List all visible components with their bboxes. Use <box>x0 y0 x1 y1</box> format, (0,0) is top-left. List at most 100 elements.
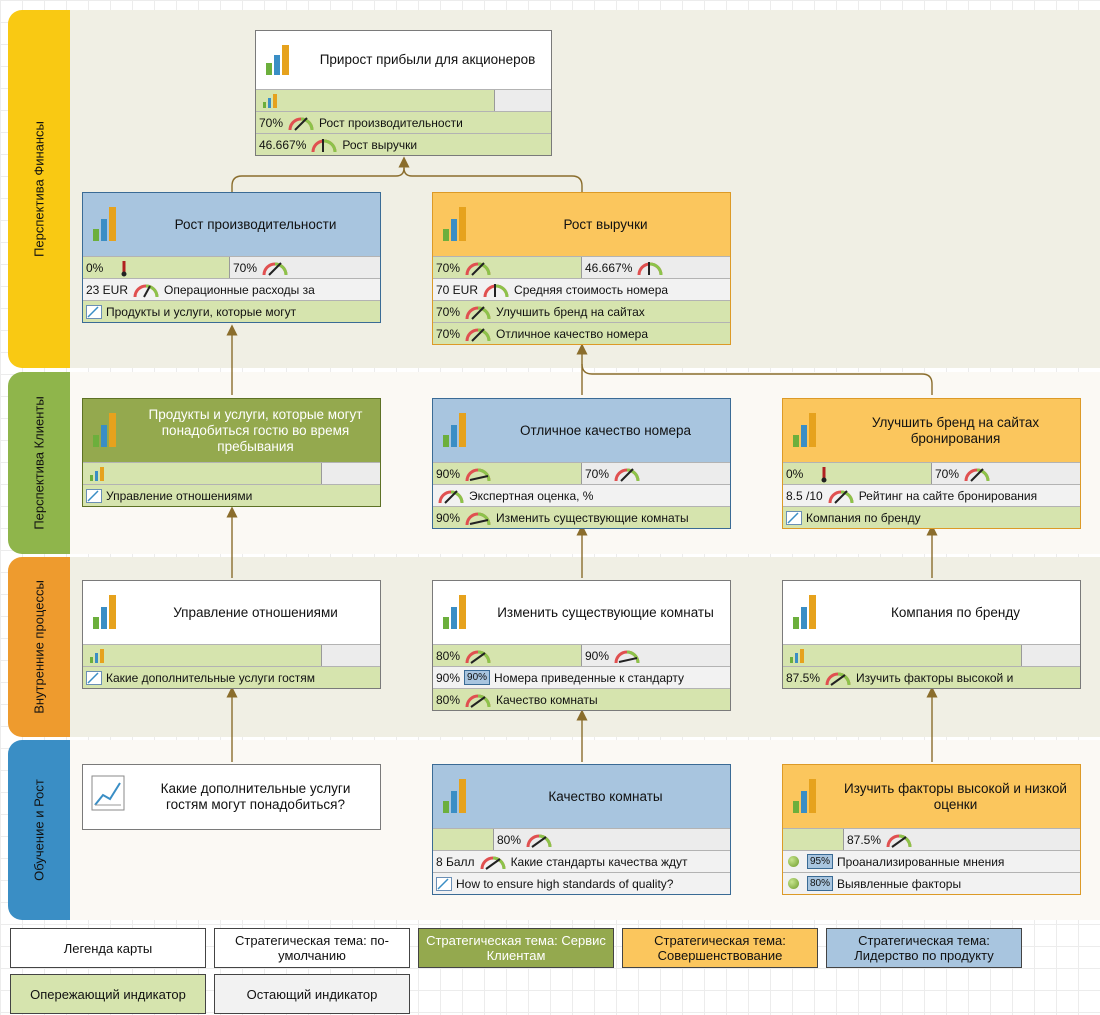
indicator-row[interactable] <box>783 644 1080 666</box>
card-title: Качество комнаты <box>548 788 663 804</box>
objective-card-productivity[interactable]: Рост производительности 0% 70% 23 EUR Оп… <box>82 192 381 323</box>
objective-card-factors[interactable]: Изучить факторы высокой и низкой оценки … <box>782 764 1081 895</box>
indicator-row[interactable]: 8.5 /10 Рейтинг на сайте бронирования <box>783 484 1080 506</box>
indicator-label: Проанализированные мнения <box>837 854 1005 869</box>
perspective-tab-internal[interactable]: Внутренние процессы <box>8 557 70 737</box>
legend-lagging-indicator: Остающий индикатор <box>214 974 410 1014</box>
indicator-row[interactable] <box>256 89 551 111</box>
initiative-row[interactable]: Продукты и услуги, которые могут <box>83 300 380 322</box>
objective-card-profit[interactable]: Прирост прибыли для акционеров 70% Рост … <box>255 30 552 156</box>
gauge-icon <box>465 694 491 708</box>
objective-card-rooms[interactable]: Изменить существующие комнаты 80% 90% 90… <box>432 580 731 711</box>
objective-card-room-quality[interactable]: Качество комнаты 80% 8 Балл Какие станда… <box>432 764 731 895</box>
indicator-value: 70 EUR <box>436 282 479 297</box>
objective-card-relations[interactable]: Управление отношениями Какие дополнитель… <box>82 580 381 689</box>
indicator-row[interactable]: 90% 70% <box>433 462 730 484</box>
bar-chart-icon <box>90 648 104 663</box>
indicator-cell: 70% <box>229 257 380 278</box>
indicator-value: 80% <box>436 648 461 663</box>
gauge-icon <box>526 834 552 848</box>
indicator-label: Какие стандарты качества ждут <box>510 854 688 869</box>
indicator-row[interactable]: 46.667% Рост выручки <box>256 133 551 155</box>
status-dot-icon <box>788 856 799 867</box>
indicator-row[interactable]: 70% 46.667% <box>433 256 730 278</box>
indicator-cell <box>494 90 551 111</box>
indicator-label: Операционные расходы за <box>164 282 315 297</box>
indicator-row[interactable]: Экспертная оценка, % <box>433 484 730 506</box>
objective-card-brand[interactable]: Улучшить бренд на сайтах бронирования 0%… <box>782 398 1081 529</box>
initiative-row[interactable]: How to ensure high standards of quality? <box>433 872 730 894</box>
indicator-row[interactable]: 8 Балл Какие стандарты качества ждут <box>433 850 730 872</box>
indicator-row[interactable] <box>83 462 380 484</box>
legend-label: Опережающий индикатор <box>30 986 186 1002</box>
bar-chart-icon <box>443 779 466 813</box>
indicator-label: Отличное качество номера <box>496 326 649 341</box>
legend-theme-leader: Стратегическая тема: Лидерство по продук… <box>826 928 1022 968</box>
indicator-row[interactable] <box>83 644 380 666</box>
indicator-row[interactable]: 70% Рост производительности <box>256 111 551 133</box>
indicator-label: Экспертная оценка, % <box>469 488 594 503</box>
indicator-row[interactable]: 70% Отличное качество номера <box>433 322 730 344</box>
bar-chart-icon <box>443 413 466 447</box>
indicator-cell: 90% <box>433 463 581 484</box>
card-title: Изучить факторы высокой и низкой оценки <box>844 780 1067 812</box>
indicator-row[interactable]: 80% 90% <box>433 644 730 666</box>
indicator-row[interactable]: 87.5% Изучить факторы высокой и <box>783 666 1080 688</box>
initiative-row[interactable]: Какие дополнительные услуги гостям <box>83 666 380 688</box>
perspective-tab-finance[interactable]: Перспектива Финансы <box>8 10 70 368</box>
gauge-icon <box>637 261 663 275</box>
indicator-row[interactable]: 90% Изменить существующие комнаты <box>433 506 730 528</box>
indicator-row[interactable]: 95% Проанализированные мнения <box>783 850 1080 872</box>
gauge-icon <box>121 260 127 276</box>
indicator-value: 46.667% <box>585 260 633 275</box>
indicator-row[interactable]: 80% Выявленные факторы <box>783 872 1080 894</box>
bar-chart-icon <box>443 595 466 629</box>
indicator-cell <box>783 829 843 850</box>
indicator-label: Рост выручки <box>342 137 418 152</box>
indicator-cell: 90% <box>581 645 730 666</box>
gauge-icon <box>825 672 851 686</box>
card-title: Продукты и услуги, которые могут понадоб… <box>148 406 363 454</box>
gauge-icon <box>614 650 640 663</box>
indicator-row[interactable]: 23 EUR Операционные расходы за <box>83 278 380 300</box>
indicator-value: 87.5% <box>847 832 882 847</box>
bar-chart-icon <box>793 595 816 629</box>
indicator-row[interactable]: 0% 70% <box>783 462 1080 484</box>
indicator-cell <box>83 463 321 484</box>
perspective-tab-learning[interactable]: Обучение и Рост <box>8 740 70 920</box>
indicator-label: Рейтинг на сайте бронирования <box>858 488 1038 503</box>
indicator-row[interactable]: 90% 90% Номера приведенные к стандарту <box>433 666 730 688</box>
indicator-row[interactable]: 87.5% <box>783 828 1080 850</box>
objective-card-products[interactable]: Продукты и услуги, которые могут понадоб… <box>82 398 381 507</box>
indicator-row[interactable]: 70% Улучшить бренд на сайтах <box>433 300 730 322</box>
gauge-icon <box>483 283 509 297</box>
percent-badge: 80% <box>807 876 834 891</box>
initiative-row[interactable]: Компания по бренду <box>783 506 1080 528</box>
objective-card-quality[interactable]: Отличное качество номера 90% 70% Эксперт… <box>432 398 731 529</box>
initiative-icon <box>786 510 802 525</box>
initiative-row[interactable]: Управление отношениями <box>83 484 380 506</box>
indicator-row[interactable]: 70 EUR Средняя стоимость номера <box>433 278 730 300</box>
gauge-icon <box>438 489 464 504</box>
legend-label: Стратегическая тема: Лидерство по продук… <box>854 933 994 963</box>
legend-theme-improve: Стратегическая тема: Совершенствование <box>622 928 818 968</box>
objective-card-campaign[interactable]: Компания по бренду 87.5% Изучить факторы… <box>782 580 1081 689</box>
perspective-tab-clients[interactable]: Перспектива Клиенты <box>8 372 70 554</box>
indicator-row[interactable]: 80% <box>433 828 730 850</box>
status-dot-icon <box>788 878 799 889</box>
legend-label: Легенда карты <box>63 940 153 956</box>
bar-chart-icon <box>266 45 289 75</box>
indicator-label: Улучшить бренд на сайтах <box>496 304 645 319</box>
indicator-cell <box>433 829 493 850</box>
card-title: Рост производительности <box>174 216 337 232</box>
indicator-label: Изменить существующие комнаты <box>496 510 689 525</box>
bar-chart-icon <box>793 779 816 813</box>
indicator-row[interactable]: 0% 70% <box>83 256 380 278</box>
objective-card-revenue[interactable]: Рост выручки 70% 46.667% 70 EUR Средняя … <box>432 192 731 345</box>
indicator-cell <box>256 90 494 111</box>
objective-card-services[interactable]: Какие дополнительные услуги гостям могут… <box>82 764 381 830</box>
indicator-row[interactable]: 80% Качество комнаты <box>433 688 730 710</box>
initiative-label: Продукты и услуги, которые могут <box>106 304 297 319</box>
initiative-label: Компания по бренду <box>806 510 921 525</box>
card-title: Какие дополнительные услуги гостям могут… <box>160 781 351 812</box>
